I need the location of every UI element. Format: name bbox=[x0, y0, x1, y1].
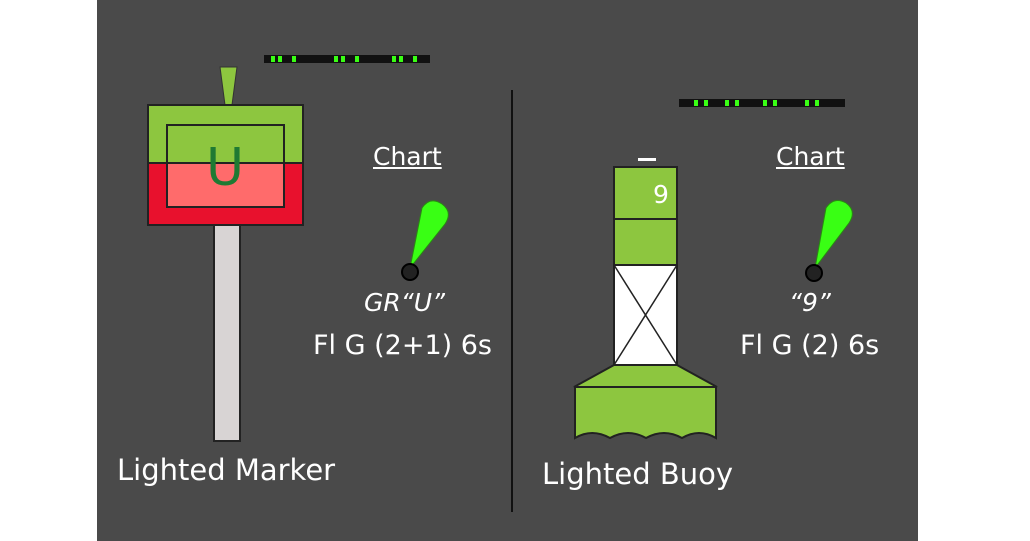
buoy-top-section bbox=[613, 166, 678, 220]
buoy-designation: “9” bbox=[789, 288, 831, 317]
lighted-marker-icon: U bbox=[147, 66, 304, 442]
buoy-number: 9 bbox=[653, 180, 669, 209]
buoy-band bbox=[613, 218, 678, 266]
buoy-chart-symbol bbox=[805, 199, 853, 282]
marker-chart-title: Chart bbox=[373, 142, 442, 171]
marker-pile bbox=[213, 223, 241, 442]
marker-light-characteristic: Fl G (2+1) 6s bbox=[313, 330, 492, 361]
buoy-position-dot bbox=[805, 264, 823, 282]
buoy-caption: Lighted Buoy bbox=[542, 457, 734, 491]
buoy-flash-pattern bbox=[679, 99, 845, 107]
marker-position-dot bbox=[401, 263, 419, 281]
buoy-hull bbox=[574, 386, 717, 440]
buoy-flare-icon bbox=[814, 199, 853, 269]
marker-flash-pattern bbox=[264, 55, 430, 63]
diagram-canvas: U 9 bbox=[147, 55, 853, 512]
buoy-light-icon bbox=[638, 158, 656, 161]
buoy-chart-title: Chart bbox=[776, 142, 845, 171]
diagram-panel: U 9 bbox=[97, 0, 918, 541]
marker-light-icon bbox=[219, 66, 238, 106]
marker-designation: GR“U” bbox=[364, 288, 445, 317]
marker-chart-symbol bbox=[401, 200, 449, 281]
buoy-light-characteristic: Fl G (2) 6s bbox=[740, 330, 880, 361]
marker-caption: Lighted Marker bbox=[117, 453, 336, 487]
marker-flare-icon bbox=[409, 200, 449, 269]
lighted-buoy-icon: 9 bbox=[573, 158, 718, 440]
daymark-inner-bottom bbox=[166, 162, 285, 208]
daymark-letter: U bbox=[206, 138, 244, 198]
buoy-flare bbox=[573, 364, 718, 388]
